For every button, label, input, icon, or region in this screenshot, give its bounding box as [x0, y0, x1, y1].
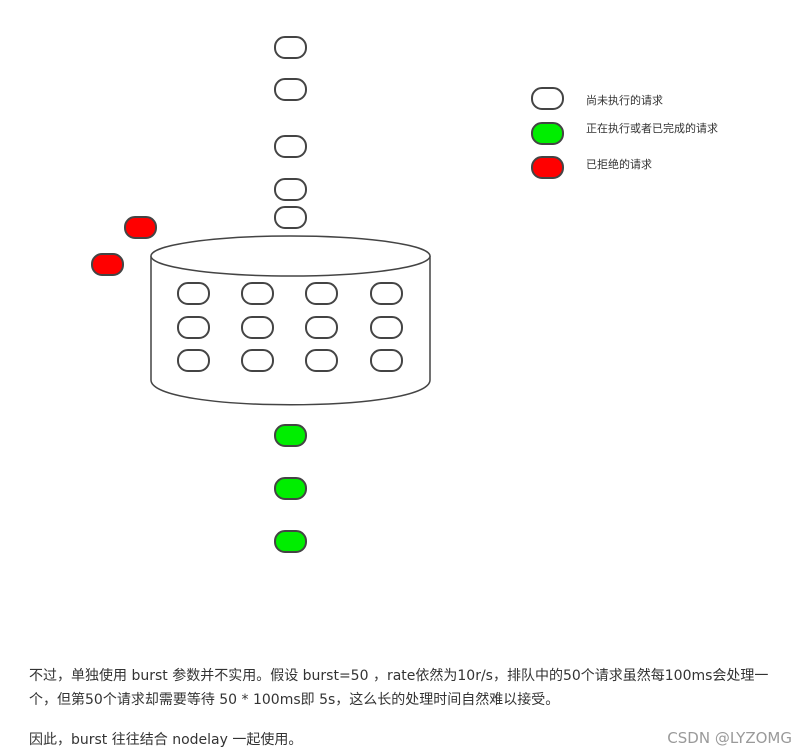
legend-rejected-label: 已拒绝的请求	[586, 157, 652, 171]
legend-rejected-swatch	[531, 156, 564, 179]
completed-request-pill	[274, 424, 307, 447]
queued-request-pill	[177, 349, 210, 372]
completed-requests-group	[274, 424, 307, 553]
bucket-body	[150, 256, 431, 406]
queued-request-pill	[305, 316, 338, 339]
queued-request-pill	[305, 282, 338, 305]
completed-request-pill	[274, 530, 307, 553]
queued-request-pill	[370, 349, 403, 372]
legend: 尚未执行的请求 正在执行或者已完成的请求 已拒绝的请求	[531, 87, 718, 179]
queued-request-pill	[370, 316, 403, 339]
rate-limit-burst-diagram: 尚未执行的请求 正在执行或者已完成的请求 已拒绝的请求	[91, 36, 718, 553]
queued-request-pill	[177, 316, 210, 339]
legend-accepted-swatch	[531, 122, 564, 145]
rejected-request-pill	[124, 216, 157, 239]
pending-request-pill	[274, 78, 307, 101]
pending-request-pill	[274, 135, 307, 158]
conclusion-paragraph: 因此，burst 往往结合 nodelay 一起使用。	[29, 732, 303, 748]
bucket-top-rim	[150, 235, 431, 277]
pending-request-pill	[274, 178, 307, 201]
queued-request-pill	[241, 316, 274, 339]
queued-request-pill	[305, 349, 338, 372]
incoming-requests-group	[274, 36, 307, 229]
completed-request-pill	[274, 477, 307, 500]
queued-request-pill	[177, 282, 210, 305]
legend-pending-swatch	[531, 87, 564, 110]
queued-request-pill	[241, 349, 274, 372]
queued-request-pill	[241, 282, 274, 305]
explanation-paragraph: 不过，单独使用 burst 参数并不实用。假设 burst=50 ，rate依然…	[29, 668, 769, 708]
watermark: CSDN @LYZOMG	[667, 729, 792, 747]
rejected-requests-group	[91, 216, 157, 276]
legend-accepted-label: 正在执行或者已完成的请求	[586, 121, 718, 135]
queued-request-pill	[370, 282, 403, 305]
queued-requests-group	[177, 282, 403, 372]
queue-bucket	[150, 235, 431, 406]
pending-request-pill	[274, 206, 307, 229]
legend-pending-label: 尚未执行的请求	[586, 93, 663, 107]
rejected-request-pill	[91, 253, 124, 276]
pending-request-pill	[274, 36, 307, 59]
